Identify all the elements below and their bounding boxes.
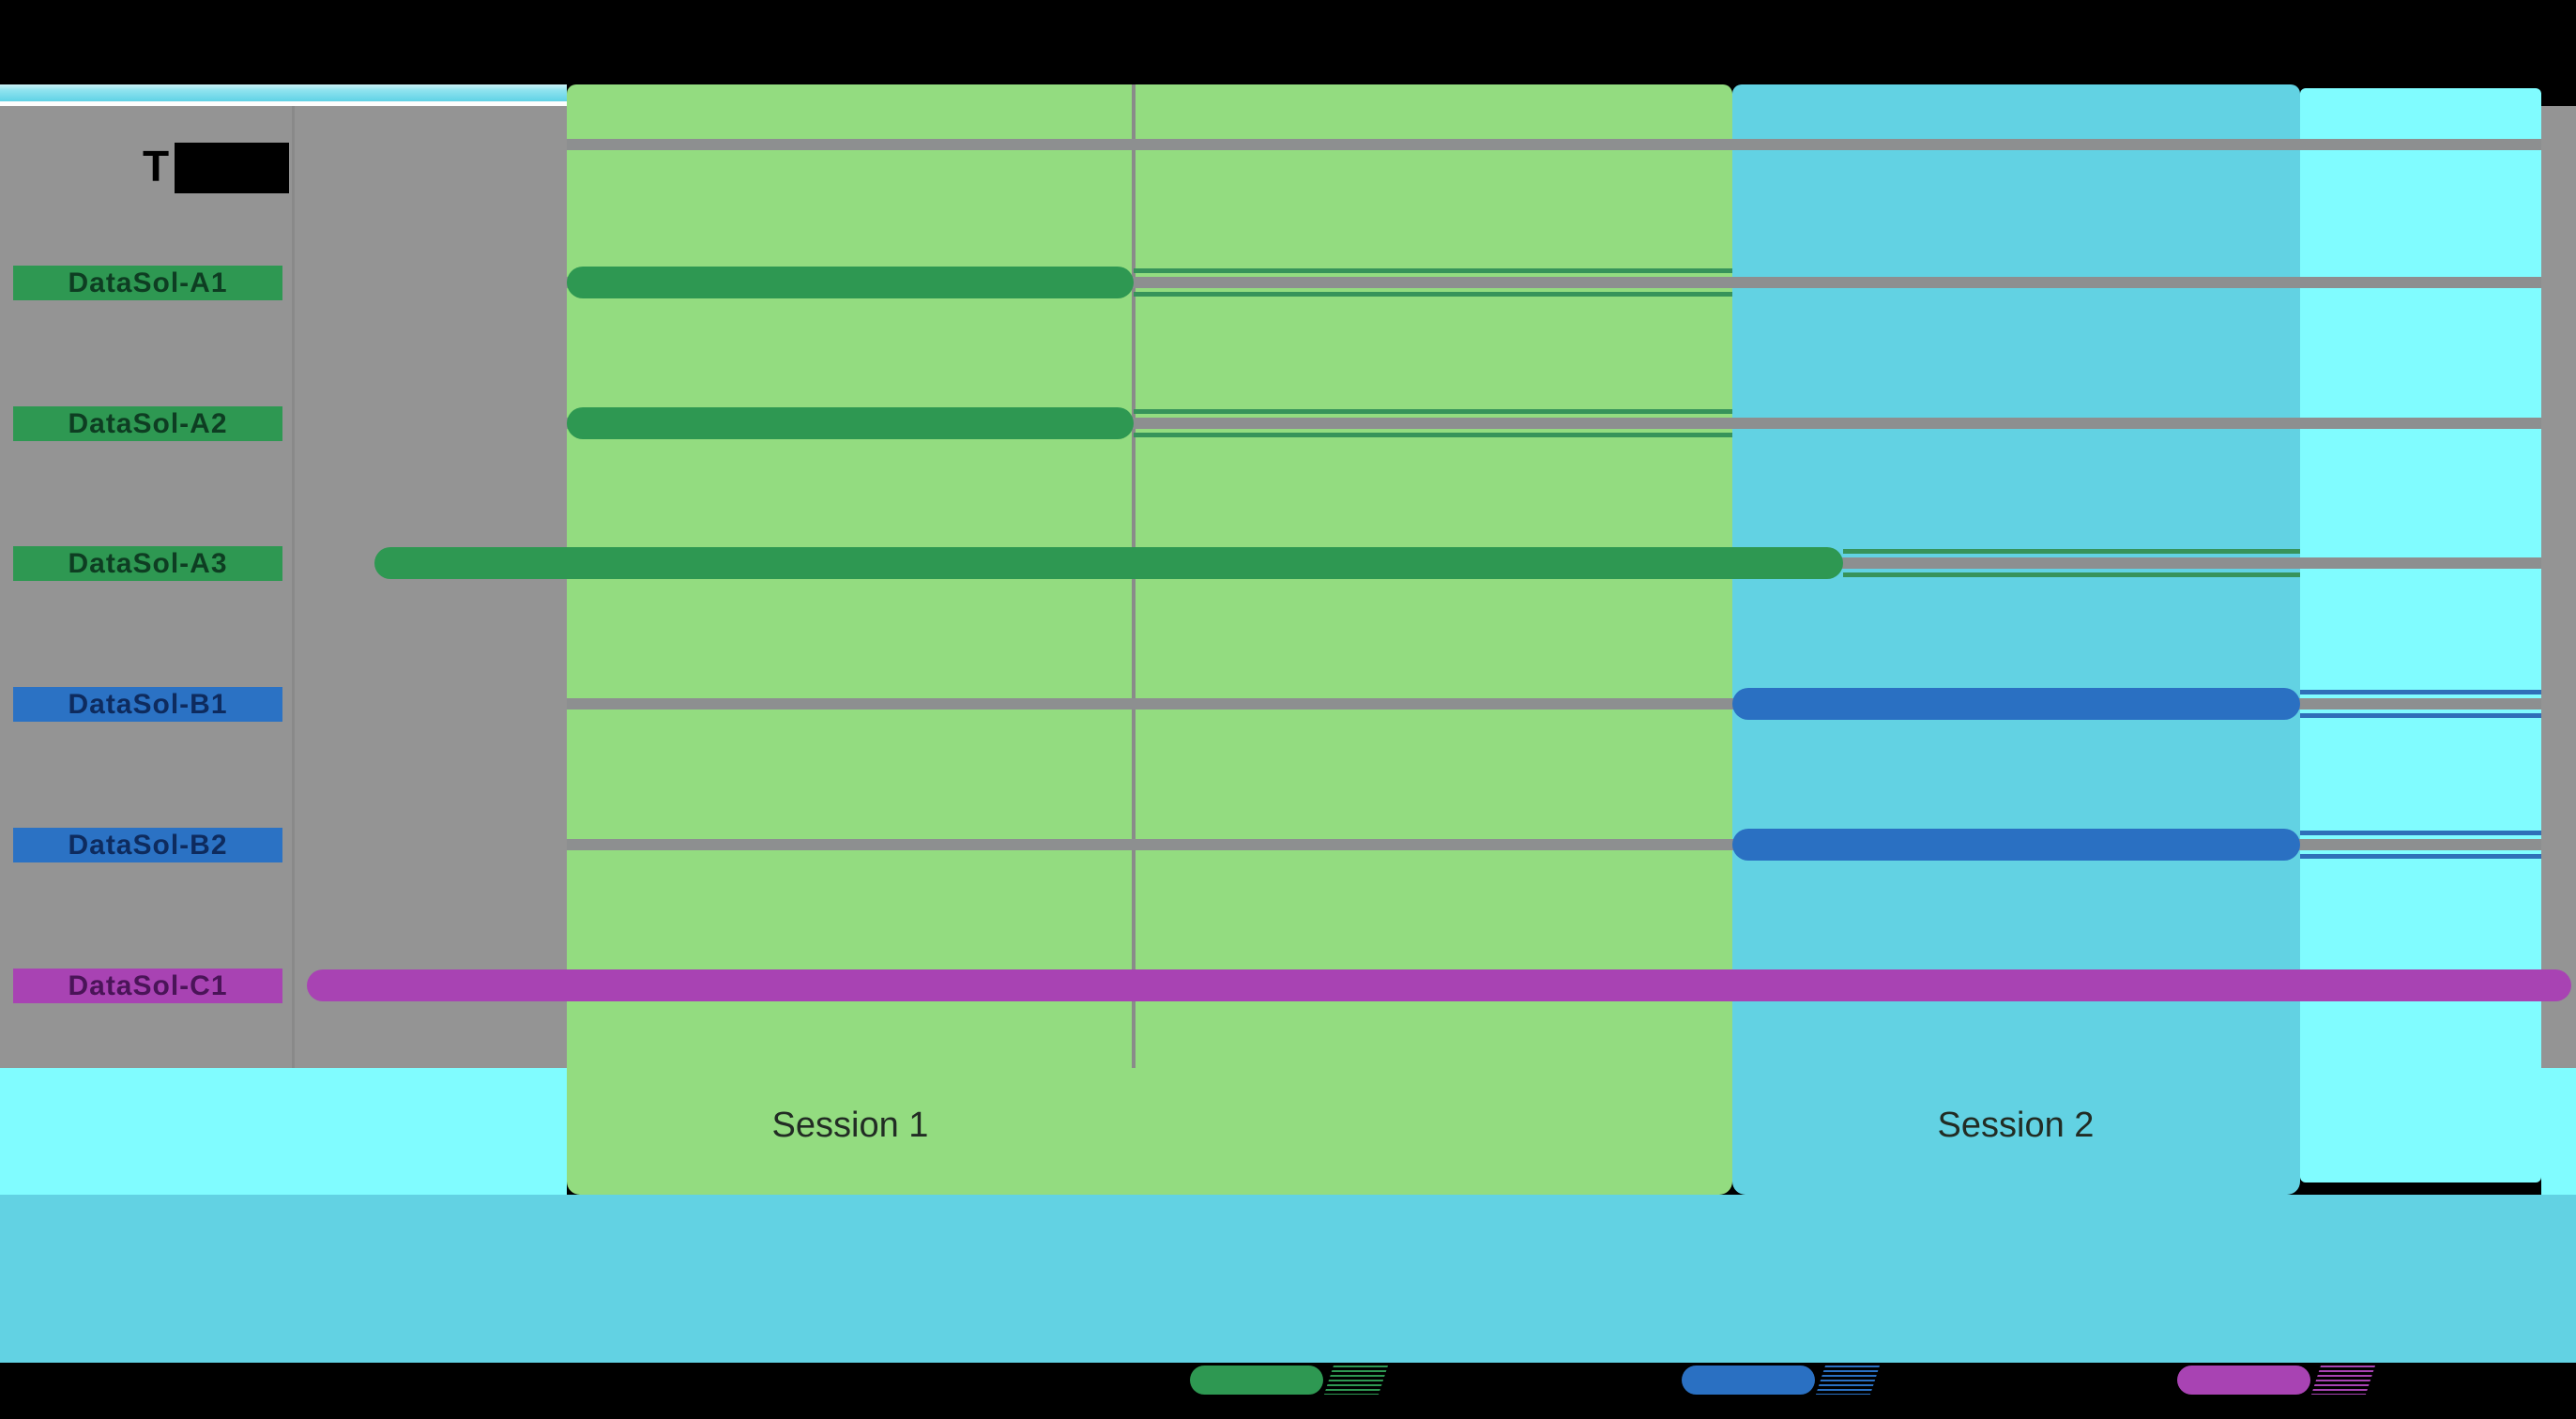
pre-session-column — [292, 106, 567, 1068]
top-black-band — [0, 0, 2576, 84]
task-remainder-outline — [2300, 831, 2541, 859]
bottom-cyan-band — [0, 1195, 2576, 1363]
header-track-line — [567, 139, 2541, 150]
legend-label-redaction-box — [2379, 1363, 2529, 1400]
task-label-column — [0, 106, 292, 1068]
legend-swatch — [1682, 1366, 1815, 1395]
right-margin-column — [2541, 106, 2576, 1068]
legend-streak — [1815, 1366, 1881, 1395]
task-remainder-outline — [1134, 268, 1732, 297]
legend-swatch — [2177, 1366, 2310, 1395]
bottom-left-cyan-panel — [0, 1068, 567, 1195]
session2-region — [1732, 84, 2300, 1195]
task-remainder-outline — [2300, 690, 2541, 718]
task-bar — [1732, 688, 2300, 720]
task-remainder-outline — [1134, 409, 1732, 437]
task-bar — [567, 267, 1134, 298]
task-bar — [1732, 829, 2300, 861]
session1-region — [567, 84, 1732, 1195]
task-bar — [567, 407, 1134, 439]
top-cyan-strip — [0, 84, 567, 101]
task-remainder-outline — [1843, 549, 2300, 577]
task-bar — [307, 969, 2571, 1001]
task-row-label: DataSol-B2 — [13, 828, 282, 862]
legend-label-redaction-box — [1392, 1363, 1542, 1400]
legend-label-redaction-box — [1883, 1363, 2034, 1400]
task-row-label: DataSol-A3 — [13, 546, 282, 581]
session1-label: Session 1 — [771, 1106, 929, 1145]
task-header-redaction-box — [175, 143, 289, 193]
task-row-label: DataSol-A1 — [13, 266, 282, 300]
task-bar — [374, 547, 1843, 579]
bottom-right-cyan-panel — [2541, 1068, 2576, 1195]
top-divider-line — [0, 101, 567, 106]
session2-label: Session 2 — [1937, 1106, 2095, 1145]
task-row-label: DataSol-C1 — [13, 969, 282, 1003]
legend-streak — [1323, 1366, 1389, 1395]
legend-streak — [2310, 1366, 2376, 1395]
overflow-region — [2300, 88, 2541, 1182]
legend-swatch — [1190, 1366, 1323, 1395]
task-row-label: DataSol-A2 — [13, 406, 282, 441]
task-header-text: T — [143, 142, 170, 191]
task-row-label: DataSol-B1 — [13, 687, 282, 722]
